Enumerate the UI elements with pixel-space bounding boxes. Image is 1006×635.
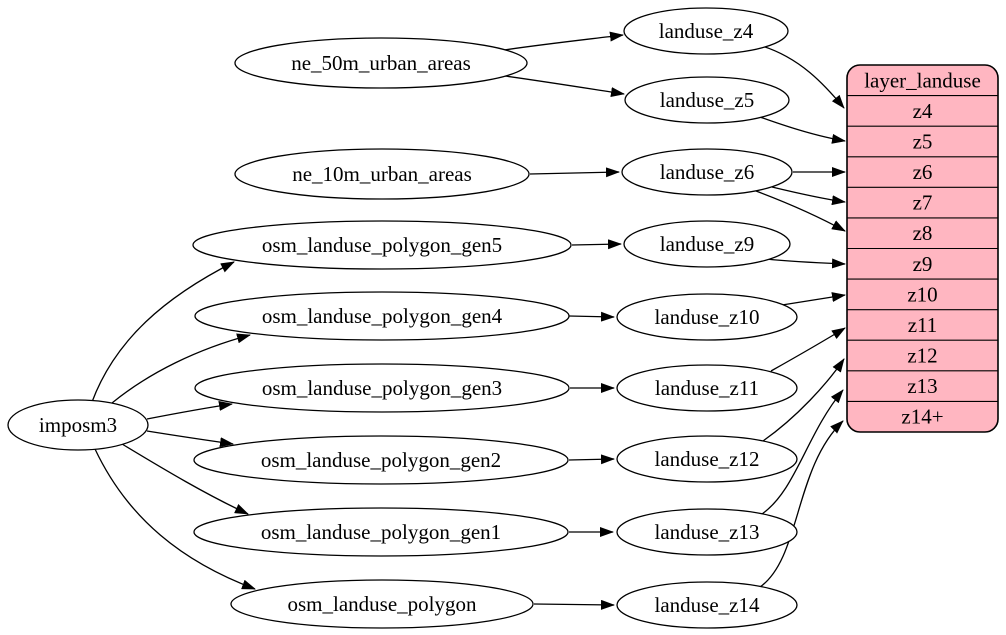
landuse-z5-label: landuse_z5 [660,88,754,112]
imposm3-ellipse [7,399,149,451]
node-ne-50m-urban-areas: ne_50m_urban_areas [234,37,528,89]
landuse-z5-ellipse [624,76,790,124]
ne-50m-label: ne_50m_urban_areas [291,51,471,75]
edge-gen2-to-landuse-z12 [568,454,615,465]
edge-landuse-z14-to-row-z14plus [759,420,844,588]
edge-landuse-z11-to-row-z11 [770,327,846,372]
edge-landuse-z5-to-row-z5 [759,116,846,144]
edge-landuse-z10-to-row-z10 [781,292,846,306]
node-osm-landuse-polygon-gen2: osm_landuse_polygon_gen2 [193,435,569,485]
gen2-ellipse [193,435,569,485]
node-landuse-z12: landuse_z12 [616,435,798,483]
ne-50m-ellipse [234,37,528,89]
record-row-z11: z11 [908,313,938,337]
node-osm-landuse-polygon-gen1: osm_landuse_polygon_gen1 [193,507,569,557]
landuse-z10-ellipse [616,293,798,341]
edge-imposm3-to-osm-landuse-polygon-gen3 [146,400,233,420]
record-row-z10: z10 [907,282,937,306]
edge-imposm3-to-osm-landuse-polygon-gen1 [121,443,249,515]
imposm3-label: imposm3 [39,413,117,437]
edge-imposm3-to-osm-landuse-polygon-gen2 [146,430,234,448]
gen1-ellipse [193,507,569,557]
landuse-z13-label: landuse_z13 [655,520,760,544]
gen4-ellipse [194,291,570,341]
edge-landuse-z13-to-row-z13 [761,389,844,515]
edge-landuse-z9-to-row-z9 [765,258,846,269]
node-imposm3: imposm3 [7,399,149,451]
edge-landuse-z6-to-row-z8 [755,190,846,232]
gen5-label: osm_landuse_polygon_gen5 [262,233,502,257]
landuse-z9-ellipse [623,220,791,268]
edge-ne-10m-to-landuse-z6 [529,167,620,178]
ne-10m-label: ne_10m_urban_areas [292,162,472,186]
polygon-label: osm_landuse_polygon [288,592,477,616]
landuse-z12-ellipse [616,435,798,483]
node-landuse-z10: landuse_z10 [616,293,798,341]
ne-10m-ellipse [234,148,530,200]
landuse-z10-label: landuse_z10 [655,305,760,329]
polygon-ellipse [230,579,534,629]
node-landuse-z14: landuse_z14 [616,581,798,629]
edge-ne-50m-to-landuse-z4 [503,31,624,51]
node-landuse-z11: landuse_z11 [616,364,798,412]
landuse-z12-label: landuse_z12 [655,447,760,471]
landuse-z11-ellipse [616,364,798,412]
edge-landuse-z12-to-row-z12 [762,358,845,442]
edge-imposm3-to-osm-landuse-polygon-gen5 [91,261,235,403]
record-row-z4: z4 [913,99,933,123]
node-landuse-z13: landuse_z13 [616,508,798,556]
gen3-label: osm_landuse_polygon_gen3 [262,376,502,400]
landuse-z6-label: landuse_z6 [660,160,754,184]
edge-gen4-to-landuse-z10 [568,311,615,322]
record-row-z12: z12 [907,344,937,368]
record-row-z9: z9 [913,252,933,276]
edge-layer [91,31,846,610]
record-row-z13: z13 [907,374,937,398]
edge-landuse-z4-to-row-z4 [761,45,845,109]
gen1-label: osm_landuse_polygon_gen1 [261,520,501,544]
gen5-ellipse [192,220,572,270]
landuse-z11-label: landuse_z11 [655,376,759,400]
node-layer: imposm3 ne_50m_urban_areas ne_10m_urban_… [7,7,798,629]
node-osm-landuse-polygon-gen3: osm_landuse_polygon_gen3 [194,363,570,413]
record-row-z7: z7 [913,191,933,215]
record-layer-landuse: layer_landuse z4 z5 z6 z7 z8 z9 z10 z11 … [846,64,999,433]
edge-gen5-to-landuse-z9 [571,239,622,250]
record-title: layer_landuse [864,68,981,92]
landuse-z13-ellipse [616,508,798,556]
node-osm-landuse-polygon: osm_landuse_polygon [230,579,534,629]
landuse-z14-ellipse [616,581,798,629]
gen3-ellipse [194,363,570,413]
landuse-z9-label: landuse_z9 [660,232,754,256]
gen4-label: osm_landuse_polygon_gen4 [262,304,503,328]
node-ne-10m-urban-areas: ne_10m_urban_areas [234,148,530,200]
landuse-z6-ellipse [621,148,793,196]
edge-ne-50m-to-landuse-z5 [504,75,625,97]
record-row-z5: z5 [913,130,933,154]
landuse-z4-label: landuse_z4 [659,19,754,43]
node-osm-landuse-polygon-gen5: osm_landuse_polygon_gen5 [192,220,572,270]
edge-imposm3-to-osm-landuse-polygon [94,448,256,590]
node-landuse-z9: landuse_z9 [623,220,791,268]
record-row-z8: z8 [913,221,933,245]
node-osm-landuse-polygon-gen4: osm_landuse_polygon_gen4 [194,291,570,341]
edge-imposm3-to-osm-landuse-polygon-gen4 [111,333,251,404]
edge-landuse-z6-to-row-z7 [771,186,846,206]
edge-polygon-to-landuse-z14 [533,599,615,610]
node-landuse-z6: landuse_z6 [621,148,793,196]
record-row-z14plus: z14+ [901,405,943,429]
gen2-label: osm_landuse_polygon_gen2 [261,448,501,472]
landuse-z4-ellipse [623,7,789,55]
node-landuse-z4: landuse_z4 [623,7,789,55]
record-row-z6: z6 [913,160,933,184]
node-landuse-z5: landuse_z5 [624,76,790,124]
landuse-z14-label: landuse_z14 [655,593,760,617]
